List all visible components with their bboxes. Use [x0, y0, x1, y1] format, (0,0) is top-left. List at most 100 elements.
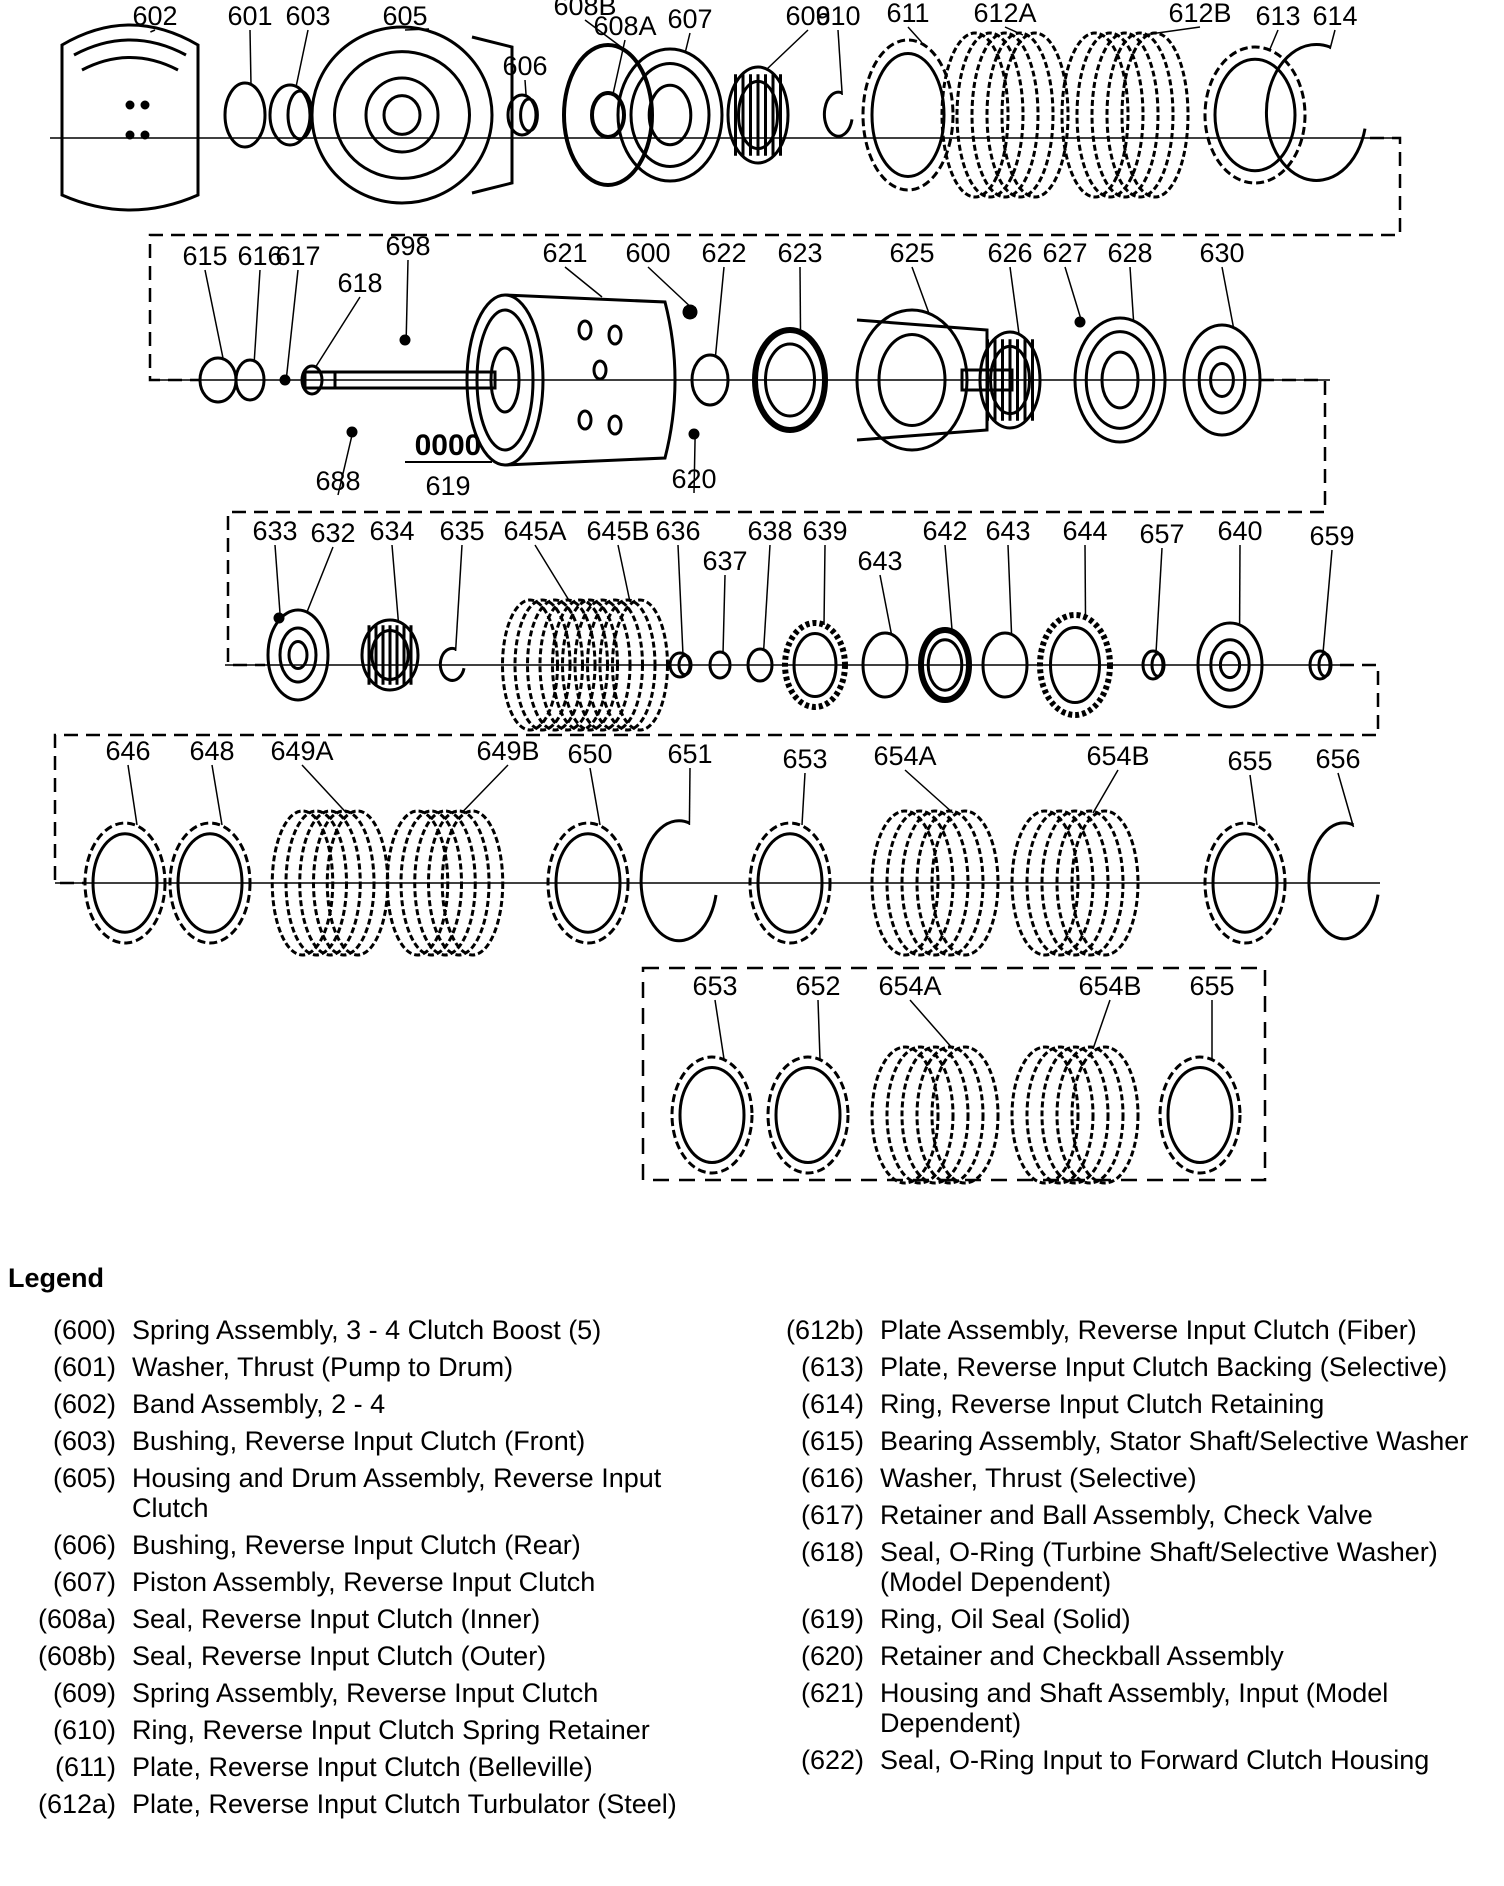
part-698-part: [399, 334, 411, 346]
legend-entry: (603)Bushing, Reverse Input Clutch (Fron…: [22, 1426, 722, 1456]
part-645b-part: [561, 598, 669, 732]
part-label: 623: [777, 238, 822, 268]
legend-column-right: (612b)Plate Assembly, Reverse Input Clut…: [770, 1315, 1490, 1782]
legend-code: (620): [800, 1641, 864, 1671]
legend-entry: (615)Bearing Assembly, Stator Shaft/Sele…: [770, 1426, 1490, 1456]
part-612b-part: [1060, 31, 1190, 199]
part-644-part: [1037, 612, 1113, 718]
part-654a-part: [870, 809, 1000, 957]
legend-description: Band Assembly, 2 - 4: [132, 1389, 386, 1419]
part-label: 657: [1139, 519, 1184, 549]
legend-code: (608a): [37, 1604, 116, 1634]
legend-entry: (616) Washer, Thrust (Selective): [770, 1463, 1490, 1493]
part-label: 606: [502, 51, 547, 81]
part-653-part: [748, 821, 832, 945]
part-label: 646: [105, 736, 150, 766]
legend-code: (605): [52, 1463, 116, 1493]
part-label: 643: [857, 546, 902, 576]
part-label: 612B: [1168, 0, 1231, 28]
part-601-part: [223, 81, 267, 149]
part-label: 628: [1107, 238, 1152, 268]
part-646-part: [83, 821, 167, 945]
legend-description: Seal, O-Ring Input to Forward Clutch Hou…: [880, 1745, 1430, 1775]
part-612a-part: [940, 31, 1070, 199]
legend-entry: (614) Ring, Reverse Input Clutch Retainin…: [770, 1389, 1490, 1419]
legend-title: Legend: [8, 1263, 105, 1293]
legend-code: (618): [800, 1537, 864, 1567]
part-600-part: [682, 304, 698, 320]
part-label: 642: [922, 516, 967, 546]
part-616-part: [234, 358, 266, 402]
part-648-part: [168, 821, 252, 945]
legend-code: (606): [52, 1530, 116, 1560]
part-628-part: [1073, 316, 1167, 444]
part-609-part: [726, 65, 790, 165]
part-608a-part: [590, 91, 626, 139]
part-label: 613: [1255, 1, 1300, 31]
legend-code: (616): [800, 1463, 864, 1493]
part-656-part: [1307, 821, 1380, 941]
part-label: 651: [667, 739, 712, 769]
part-label: 625: [889, 238, 934, 268]
legend-description: Seal, O-Ring (Turbine Shaft/Selective Wa…: [880, 1537, 1438, 1597]
legend-description: Plate, Reverse Input Clutch Backing (Sel…: [880, 1352, 1448, 1382]
legend-description: Ring, Reverse Input Clutch Retaining: [880, 1389, 1325, 1419]
part-label: 609: [785, 1, 830, 31]
part-label: 627: [1042, 238, 1087, 268]
legend-entry: (609)Spring Assembly, Reverse Input Clut…: [22, 1678, 722, 1708]
legend-code: (614): [800, 1389, 864, 1419]
part-label: 654A: [878, 971, 941, 1001]
part-611-part: [861, 38, 955, 192]
legend-code: (612b): [785, 1315, 864, 1345]
part-label: 634: [369, 516, 414, 546]
legend-entry: (608b)Seal, Reverse Input Clutch (Outer): [22, 1641, 722, 1671]
legend-entry: (617) Retainer and Ball Assembly, Check V…: [770, 1500, 1490, 1530]
part-620-part: [688, 428, 700, 440]
legend-entry: (621)Housing and Shaft Assembly, Input (…: [770, 1678, 1490, 1738]
legend-description: Washer, Thrust (Selective): [880, 1463, 1197, 1493]
part-621-part: [303, 293, 677, 467]
part-635-part: [438, 646, 466, 682]
part-label: 622: [701, 238, 746, 268]
part-637-part: [708, 650, 732, 680]
part-603-part: [268, 83, 314, 147]
part-607-part: [616, 47, 724, 183]
part-label: 649B: [476, 736, 539, 766]
part-label: 607: [667, 4, 712, 34]
legend-entry: (618) Seal, O-Ring (Turbine Shaft/Selecti…: [770, 1537, 1490, 1597]
part-659-part: [1308, 649, 1333, 681]
legend-description: Retainer and Checkball Assembly: [880, 1641, 1284, 1671]
part-label: 601: [227, 1, 272, 31]
part-649a-part: [270, 809, 390, 957]
part-623-part: [752, 327, 828, 433]
legend-code: (621): [800, 1678, 864, 1708]
part-649b-part: [385, 809, 505, 957]
part-label: 630: [1199, 238, 1244, 268]
part-label: 610: [815, 1, 860, 31]
part-650-part: [546, 821, 630, 945]
part-label: 614: [1312, 1, 1357, 31]
part-614-part: [1264, 42, 1367, 182]
part-606-part: [506, 93, 539, 137]
legend-description: Retainer and Ball Assembly, Check Valve: [880, 1500, 1373, 1530]
part-label: 639: [802, 516, 847, 546]
part-label: 615: [182, 241, 227, 271]
part-label: 643: [985, 516, 1030, 546]
part-645a-part: [501, 598, 609, 732]
part-label: 645B: [586, 516, 649, 546]
part-626-part: [978, 330, 1042, 430]
part-label: 649A: [270, 736, 333, 766]
legend-description: Ring, Reverse Input Clutch Spring Retain…: [132, 1715, 650, 1745]
legend-description: Spring Assembly, Reverse Input Clutch: [132, 1678, 599, 1708]
legend-entry: (608a)Seal, Reverse Input Clutch (Inner): [22, 1604, 722, 1634]
legend-code: (617): [800, 1500, 864, 1530]
part-label: 608B: [553, 0, 616, 21]
legend-description: Bushing, Reverse Input Clutch (Rear): [132, 1530, 581, 1560]
part-638-part: [746, 647, 774, 683]
legend-description: Ring, Oil Seal (Solid): [880, 1604, 1131, 1634]
legend-code: (602): [52, 1389, 116, 1419]
part-label: 626: [987, 238, 1032, 268]
part-label: 619: [425, 471, 470, 501]
legend-entry: (613)Plate, Reverse Input Clutch Backing…: [770, 1352, 1490, 1382]
